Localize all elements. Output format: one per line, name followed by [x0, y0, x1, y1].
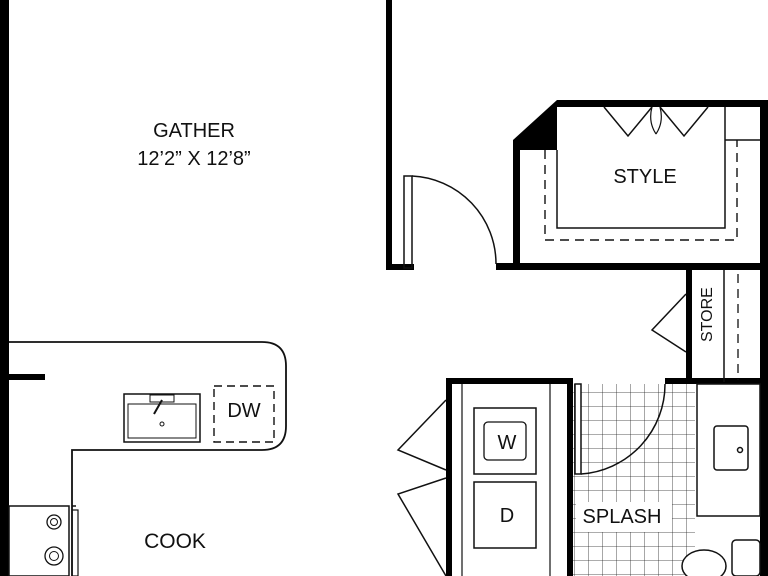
wall-kitchen-stub: [9, 374, 45, 380]
range-burner-1: [46, 514, 62, 530]
wall-left-exterior: [0, 0, 9, 576]
washer-door: [483, 421, 527, 461]
kitchen: [8, 341, 287, 576]
bathroom: [573, 383, 761, 576]
toilet-tank: [731, 539, 761, 576]
wall-gather-bottom-stub: [386, 264, 414, 270]
bath-faucet: [736, 446, 744, 454]
store-door: [650, 293, 687, 353]
range-burner-2: [44, 546, 64, 566]
wall-style-corner: [513, 100, 557, 150]
laundry-door-lower: [396, 477, 447, 576]
closet-inner-wall: [556, 107, 726, 229]
gather-door: [403, 175, 497, 269]
dishwasher-outline: [213, 385, 275, 443]
laundry-door-upper: [396, 399, 447, 471]
bifold-door-left: [603, 106, 653, 138]
wall-style-bottom: [496, 263, 768, 270]
room-label-store: STORE: [699, 287, 716, 342]
bath-door-arc: [580, 383, 666, 475]
bath-door-leaf: [574, 383, 582, 475]
washer-label: W: [497, 432, 517, 454]
wall-style-top: [557, 100, 768, 107]
dryer-label: D: [499, 505, 515, 527]
door-swing-arc: [411, 175, 497, 265]
laundry: [396, 384, 551, 576]
bifold-door-right: [659, 106, 709, 138]
wall-laundry-top: [446, 378, 568, 384]
wall-style-left: [513, 140, 520, 270]
bath-tile-floor: [573, 384, 695, 576]
room-label-gather: GATHER: [153, 120, 235, 142]
sink-basin: [123, 393, 201, 443]
sink-faucet: [153, 399, 163, 415]
kitchen-counter: [9, 341, 287, 576]
wall-bath-top: [665, 378, 768, 384]
splash-label-clear: [576, 502, 672, 532]
wall-laundry-left: [446, 378, 452, 576]
closet-shelf-dashed: [544, 140, 738, 241]
toilet-bowl: [681, 549, 727, 576]
room-label-cook: COOK: [144, 530, 206, 553]
range-burner-2-inner: [49, 551, 59, 561]
store-closet: [650, 270, 739, 382]
bath-sink: [713, 425, 749, 471]
room-label-splash: SPLASH: [582, 506, 662, 528]
room-label-style: STYLE: [613, 166, 677, 188]
wall-store-left: [686, 270, 692, 382]
washer-box: [473, 407, 537, 475]
door-leaf: [403, 175, 413, 269]
sink-inner: [127, 403, 197, 439]
room-dimensions-gather: 12’2” X 12’8”: [137, 148, 251, 170]
wall-right-exterior: [760, 100, 768, 576]
wall-gather-right: [386, 0, 392, 268]
style-closet: [544, 106, 760, 241]
dishwasher-label: DW: [227, 400, 261, 422]
range-burner-1-inner: [50, 518, 58, 526]
range-side: [71, 509, 79, 576]
dryer-box: [473, 481, 537, 549]
sink-drain: [159, 421, 165, 427]
bifold-door-arc: [650, 106, 662, 135]
wall-bath-left: [567, 378, 573, 576]
range: [8, 505, 70, 576]
